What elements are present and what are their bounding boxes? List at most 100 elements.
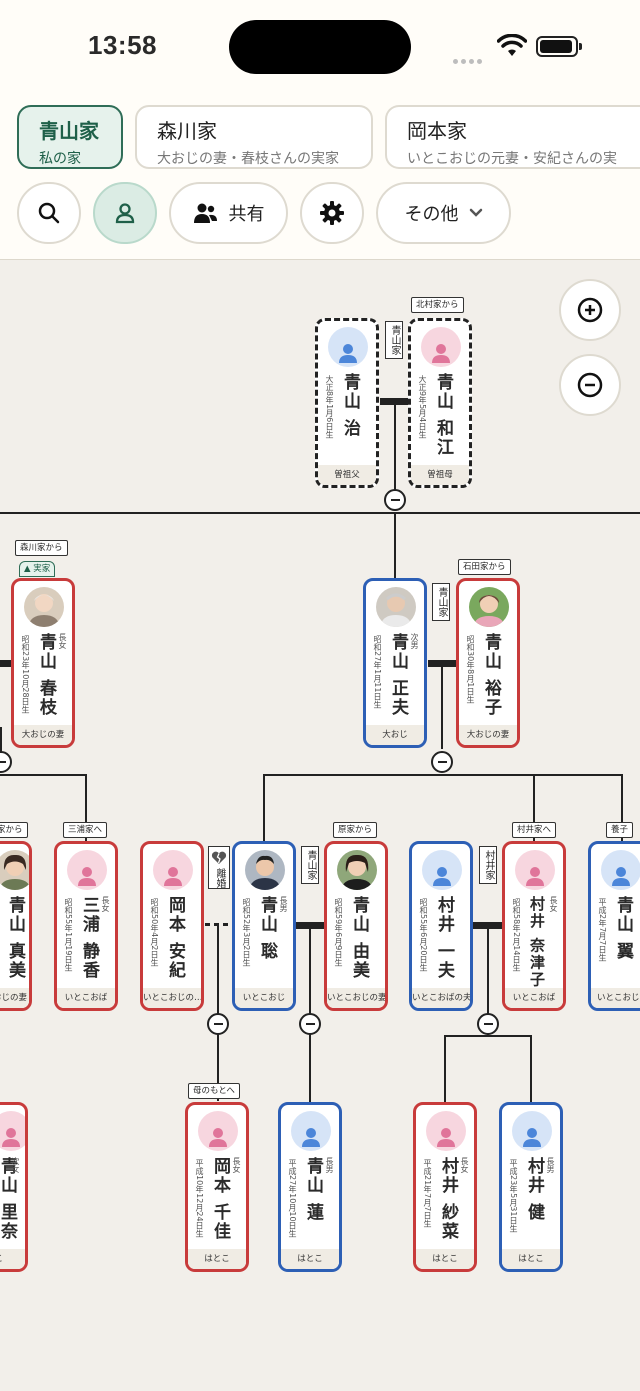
birth-date: 昭和58年2月14日生 <box>512 898 521 972</box>
person-card-aki[interactable]: 昭和50年4月2日生 岡本 安紀 いとこおじの… <box>140 841 204 1011</box>
person-card-harue[interactable]: 昭和23年10月28日生 青山 春枝 長女 大おじの妻 <box>11 578 75 748</box>
descent-line <box>441 667 443 749</box>
sibling-line <box>444 1035 532 1037</box>
person-name: 青山 治 <box>340 373 360 438</box>
person-icon <box>115 203 135 224</box>
relation-label: いとこおばの夫 <box>412 988 470 1008</box>
collapse-toggle[interactable] <box>431 751 453 773</box>
family-tab-aoyama[interactable]: 青山家 私の家 <box>17 105 123 169</box>
descent-line <box>217 1011 219 1101</box>
collapse-toggle[interactable] <box>207 1013 229 1035</box>
person-card-kazue[interactable]: 大正9年5月4日生 青山 和江 曽祖母 <box>408 318 472 488</box>
person-card-sana[interactable]: 平成21年7月7日生 村井 紗菜 長女 はとこ <box>413 1102 477 1272</box>
avatar-placeholder-icon <box>421 327 461 367</box>
person-name: 青山 聡 <box>257 896 277 961</box>
more-dropdown[interactable]: その他 <box>376 182 511 244</box>
birth-order: 長男 <box>546 1157 555 1173</box>
relation-label: いとこおじ <box>235 988 293 1008</box>
person-card-chika[interactable]: 平成10年12月24日生 岡本 千佳 長女 はとこ <box>185 1102 249 1272</box>
descent-line <box>85 774 87 841</box>
status-time: 13:58 <box>88 30 157 60</box>
person-name: 青山 真美 <box>5 896 25 980</box>
marriage-line <box>428 660 458 667</box>
settings-button[interactable] <box>300 182 364 244</box>
person-view-button[interactable] <box>93 182 157 244</box>
person-card-ken[interactable]: 平成23年5月31日生 村井 健 長男 はとこ <box>499 1102 563 1272</box>
person-card-yumi[interactable]: 昭和59年6月9日生 青山 由美 いとこおじの妻 <box>324 841 388 1011</box>
minus-circle-icon <box>577 372 603 398</box>
dynamic-island <box>229 20 411 74</box>
share-people-icon <box>193 203 217 223</box>
relation-label: いとこおじ <box>591 988 640 1008</box>
divorced-marriage-line <box>205 923 233 926</box>
home-family-tag[interactable]: ▲ 実家 <box>19 561 56 577</box>
person-photo <box>245 850 285 890</box>
descent-line <box>394 405 396 499</box>
family-tab-morikawa[interactable]: 森川家 大おじの妻・春枝さんの実家 <box>135 105 373 169</box>
avatar-placeholder-icon <box>198 1111 238 1151</box>
gear-icon <box>320 201 344 225</box>
birth-date: 昭和55年6月20日生 <box>419 898 428 972</box>
chevron-down-icon <box>469 208 482 217</box>
descent-line <box>394 512 396 580</box>
birth-order: 長女 <box>460 1157 469 1173</box>
person-card-mami[interactable]: 青山 真美 おじの妻 <box>0 841 32 1011</box>
zoom-in-button[interactable] <box>559 279 621 341</box>
person-name: 青山 和江 <box>433 373 453 457</box>
person-card-ren[interactable]: 平成27年10月10日生 青山 蓮 長男 はとこ <box>278 1102 342 1272</box>
zoom-out-button[interactable] <box>559 354 621 416</box>
birth-date: 昭和27年1月11日生 <box>373 635 382 709</box>
relation-label: はとこ <box>281 1249 339 1269</box>
avatar-placeholder-icon <box>512 1111 552 1151</box>
relation-label: おじの妻 <box>0 988 29 1008</box>
avatar-placeholder-icon <box>67 850 107 890</box>
signal-dots-icon <box>453 49 489 64</box>
person-photo <box>337 850 377 890</box>
house-tag: 青山家 <box>301 846 319 884</box>
person-card-satoshi[interactable]: 昭和52年3月2日生 青山 聡 長男 いとこおじ <box>232 841 296 1011</box>
relation-label: はとこ <box>0 1249 25 1269</box>
relation-label: 大おじの妻 <box>459 725 517 745</box>
family-tab-name: 青山家 <box>39 119 99 143</box>
plus-circle-icon <box>577 297 603 323</box>
avatar-placeholder-icon <box>0 1111 25 1151</box>
birth-date: 平成27年10月10日生 <box>288 1159 297 1238</box>
collapse-toggle[interactable] <box>384 489 406 511</box>
birth-order: 長男 <box>279 896 288 912</box>
family-tree-canvas[interactable]: 青山家 北村家から 大正8年1月6日生 青山 治 曽祖父 大正9年5月4日生 青… <box>0 261 640 1391</box>
person-card-kazuo[interactable]: 昭和55年6月20日生 村井 一夫 いとこおばの夫 <box>409 841 473 1011</box>
person-name: 青山 里奈 <box>0 1157 17 1241</box>
collapse-toggle[interactable] <box>477 1013 499 1035</box>
relation-label: 大おじの妻 <box>14 725 72 745</box>
broken-heart-icon <box>211 851 227 864</box>
person-card-tsubasa[interactable]: 平成2年7月7日生 青山 翼 いとこおじ <box>588 841 640 1011</box>
birth-date: 昭和50年4月2日生 <box>150 898 159 967</box>
adoption-tag: 養子 <box>606 822 634 838</box>
person-name: 青山 裕子 <box>481 633 501 717</box>
relation-label: はとこ <box>416 1249 474 1269</box>
person-name: 村井 紗菜 <box>438 1157 458 1241</box>
person-card-natsuko[interactable]: 昭和58年2月14日生 村井 奈津子 長女 いとこおば <box>502 841 566 1011</box>
person-name: 青山 正夫 <box>388 633 408 717</box>
marriage-line <box>296 922 324 929</box>
origin-tag: 石田家から <box>458 559 511 575</box>
person-card-masao[interactable]: 昭和27年1月11日生 青山 正夫 次男 大おじ <box>363 578 427 748</box>
descent-line <box>444 1035 446 1102</box>
person-card-rina[interactable]: 青山 里奈 次女 はとこ <box>0 1102 28 1272</box>
person-card-hiroko[interactable]: 昭和30年8月1日生 青山 裕子 大おじの妻 <box>456 578 520 748</box>
collapse-toggle[interactable] <box>299 1013 321 1035</box>
family-tab-sub: 私の家 <box>39 151 81 167</box>
search-button[interactable] <box>17 182 81 244</box>
person-card-shizuka[interactable]: 昭和55年1月19日生 三浦 静香 長女 いとこおば <box>54 841 118 1011</box>
family-tab-okamoto[interactable]: 岡本家 いとこおじの元妻・安紀さんの実 <box>385 105 640 169</box>
origin-tag: 森川家から <box>15 540 68 556</box>
status-bar: 13:58 <box>0 0 640 92</box>
avatar-placeholder-icon <box>422 850 462 890</box>
share-button[interactable]: 共有 <box>169 182 288 244</box>
home-family-label: 実家 <box>33 564 51 574</box>
collapse-toggle[interactable] <box>0 751 12 773</box>
relation-label: はとこ <box>502 1249 560 1269</box>
person-card-osamu[interactable]: 大正8年1月6日生 青山 治 曽祖父 <box>315 318 379 488</box>
relation-label: はとこ <box>188 1249 246 1269</box>
family-tab-sub: 大おじの妻・春枝さんの実家 <box>157 151 339 167</box>
